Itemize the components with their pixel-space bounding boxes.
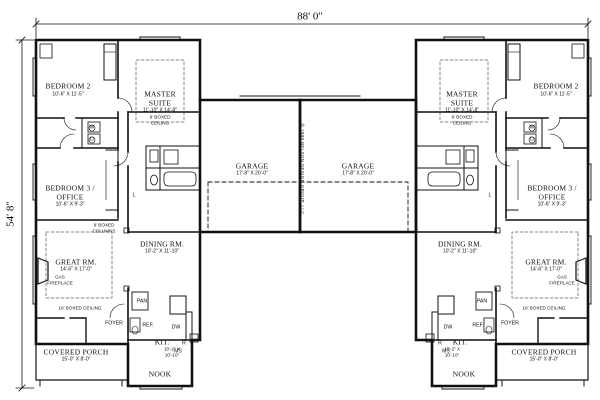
left-bedroom3-name-line2: OFFICE [56, 192, 84, 202]
left-garage-size: 17'-8" X 20'-0" [236, 170, 268, 177]
right-great-size: 14'-6" X 17'-0" [530, 266, 562, 273]
left-kitchen-name: KIT. [154, 337, 170, 347]
left-dw-label: DW [171, 324, 181, 331]
right-master-size: 11'-10" X 14'-8" [445, 107, 479, 114]
left-great-size: 14'-6" X 17'-0" [60, 266, 92, 273]
left-linen-label: L [132, 192, 136, 199]
left-dryer-label: D [90, 136, 94, 143]
left-ref-label: REF. [142, 322, 154, 329]
right-master-ceiling-line2: CEILING [452, 120, 472, 126]
overall-width-label: 88' 0" [294, 11, 326, 23]
left-kitchen-size-line2: 10'-10" [164, 352, 180, 358]
left-range-label: R [182, 340, 186, 347]
right-dining-name: DINING RM. [437, 239, 483, 249]
left-garage-name: GARAGE [235, 161, 269, 171]
copyright-notice: © 1999 NELSON DESIGN GROUP, LLC. [300, 123, 306, 217]
left-great-gas-line1: GAS [55, 274, 65, 280]
right-great-gas-line1: GAS [557, 274, 567, 280]
right-dryer-label: D [530, 136, 534, 143]
right-kitchen-size-line2: 10'-10" [444, 352, 460, 358]
left-pantry-label: PAN [136, 298, 148, 305]
overall-depth-dimension [15, 36, 35, 392]
right-bedroom3-size: 10'-6" X 9'-3" [537, 201, 567, 208]
right-bedroom3-name-line1: BEDROOM 3 / [527, 183, 577, 193]
left-porch-name: COVERED PORCH [43, 347, 109, 357]
overall-depth-label: 54' 8" [5, 198, 17, 230]
left-great-name: GREAT RM. [55, 257, 97, 267]
left-ms-label: MS [174, 348, 182, 355]
right-porch-size: 15'-0" X 8'-0" [529, 356, 559, 363]
left-columns-line1: 8' BOXED [93, 222, 115, 228]
left-unit-walls [32, 36, 202, 390]
left-bedroom3-name-line1: BEDROOM 3 / [45, 183, 95, 193]
left-porch-size: 15'-0" X 8'-0" [61, 356, 91, 363]
right-foyer-name: FOYER [501, 320, 519, 327]
right-great-ceiling-note: 10' BOXED CEILING [522, 305, 566, 311]
left-washer-label: W [89, 124, 95, 131]
right-range-label: R [438, 340, 442, 347]
right-bedroom2-size: 10'-6" X 11'-5" [540, 91, 572, 98]
left-master-name-line2: SUITE [148, 98, 172, 108]
left-great-gas-line2: FIREPLACE [47, 280, 73, 286]
left-dining-name: DINING RM. [139, 239, 185, 249]
right-washer-label: W [529, 124, 535, 131]
left-foyer-name: FOYER [105, 320, 123, 327]
right-great-name: GREAT RM. [525, 257, 567, 267]
overall-width-dimension [32, 17, 592, 39]
left-bedroom2-size: 10'-6" X 11'-5" [52, 91, 84, 98]
right-porch-name: COVERED PORCH [511, 347, 577, 357]
right-master-ceiling-line1: 9' BOXED [451, 114, 473, 120]
right-pantry-label: PAN [476, 298, 488, 305]
left-bedroom2-name: BEDROOM 2 [45, 81, 91, 91]
right-dining-size: 10'-2" X 11'-10" [443, 248, 477, 255]
right-master-name-line2: SUITE [450, 98, 474, 108]
right-kitchen-size-line1: 10'-2" X [443, 346, 461, 352]
right-garage-size: 17'-8" X 20'-0" [342, 170, 374, 177]
right-ms-label: MS [442, 348, 450, 355]
left-master-name-line1: MASTER [144, 89, 176, 99]
right-ref-label: REF. [472, 322, 484, 329]
left-master-ceiling-line1: 9' BOXED [149, 114, 171, 120]
left-dining-size: 10'-2" X 11'-10" [145, 248, 179, 255]
left-master-ceiling-line2: CEILING [150, 120, 170, 126]
right-bedroom3-name-line2: OFFICE [538, 192, 566, 202]
left-bedroom3-size: 10'-6" X 9'-3" [55, 201, 85, 208]
right-great-gas-line2: FIREPLACE [549, 280, 575, 286]
right-dw-label: DW [443, 324, 453, 331]
right-master-name-line1: MASTER [446, 89, 478, 99]
right-garage-name: GARAGE [341, 161, 375, 171]
left-columns-line2: COLUMNS [92, 228, 116, 234]
right-kitchen-name: KIT. [452, 337, 468, 347]
right-unit-walls [414, 36, 592, 390]
left-kitchen-size-line1: 10'-2" X [163, 346, 181, 352]
left-master-size: 11'-10" X 14'-8" [143, 107, 177, 114]
right-linen-label: L [488, 192, 492, 199]
left-great-ceiling-note: 10' BOXED CEILING [58, 305, 102, 311]
right-bedroom2-name: BEDROOM 2 [533, 81, 579, 91]
right-nook-name: NOOK [452, 369, 476, 379]
left-nook-name: NOOK [148, 369, 172, 379]
